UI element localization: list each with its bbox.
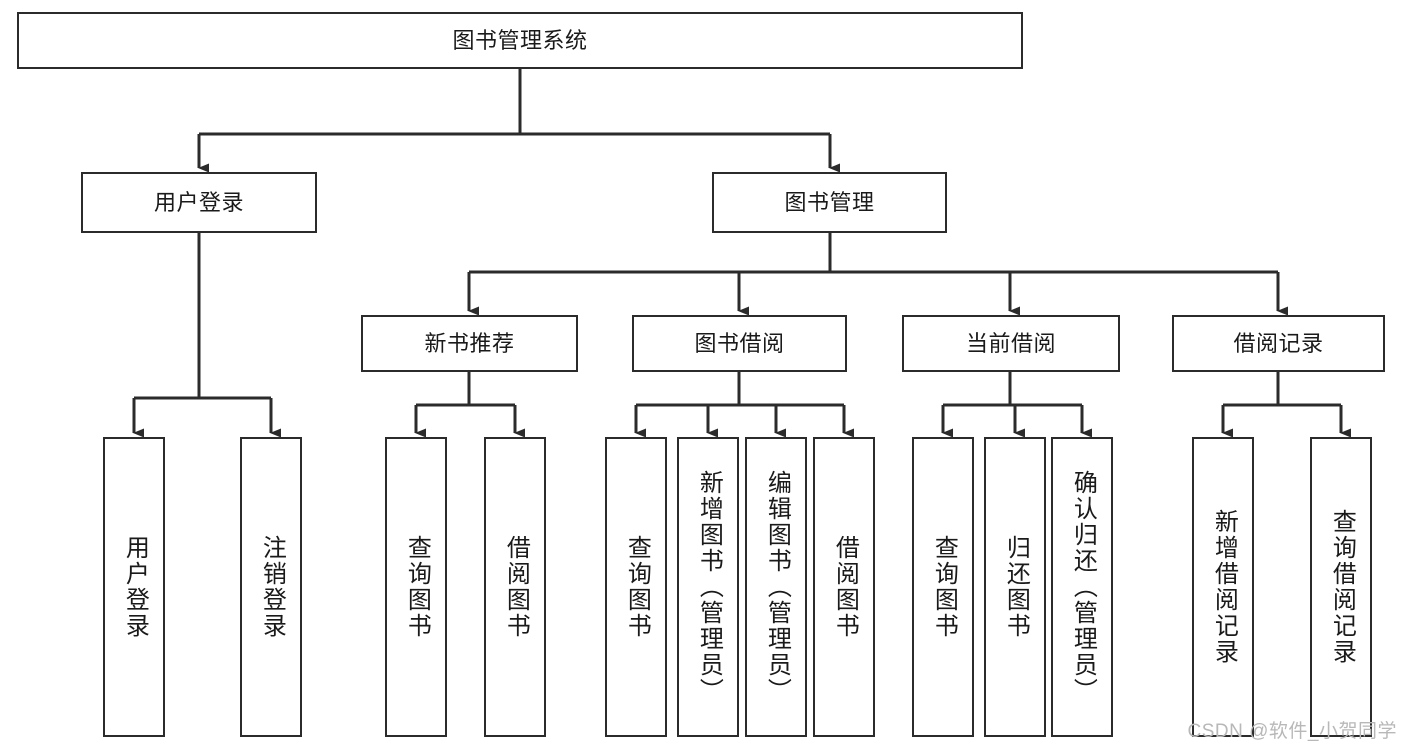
node-leaf-borrow-book-1-label: 借阅图书 (502, 535, 530, 639)
node-leaf-return-book-label: 归还图书 (1002, 535, 1030, 639)
edge-new-book-recommend-to-leaves (414, 372, 525, 438)
node-leaf-borrow-book-2[interactable]: 借阅图书 (813, 437, 875, 737)
node-book-borrow-label: 图书借阅 (694, 330, 785, 356)
edge-book-borrow-to-leaves (634, 372, 854, 438)
node-current-borrow-label: 当前借阅 (965, 330, 1056, 356)
node-new-book-recommend[interactable]: 新书推荐 (361, 315, 578, 372)
node-leaf-query-book-3-label: 查询图书 (930, 535, 958, 639)
node-leaf-edit-book-label: 编辑图书（管理员） (763, 470, 791, 704)
node-book-borrow[interactable]: 图书借阅 (632, 315, 847, 372)
node-borrow-record-label: 借阅记录 (1233, 330, 1324, 356)
node-leaf-query-book-1[interactable]: 查询图书 (385, 437, 447, 737)
node-leaf-query-book-2-label: 查询图书 (623, 535, 651, 639)
edge-current-borrow-to-leaves (941, 372, 1092, 438)
node-leaf-confirm-return[interactable]: 确认归还（管理员） (1051, 437, 1113, 737)
node-leaf-logout-label: 注销登录 (258, 535, 286, 639)
node-leaf-query-record-label: 查询借阅记录 (1328, 509, 1356, 665)
node-leaf-return-book[interactable]: 归还图书 (984, 437, 1046, 737)
node-new-book-recommend-label: 新书推荐 (424, 330, 515, 356)
edge-book-management-to-level3 (467, 233, 1288, 316)
watermark-text: CSDN @软件_小贺同学 (1187, 721, 1397, 742)
node-leaf-borrow-book-2-label: 借阅图书 (831, 535, 859, 639)
node-current-borrow[interactable]: 当前借阅 (902, 315, 1120, 372)
node-borrow-record[interactable]: 借阅记录 (1172, 315, 1385, 372)
node-leaf-query-book-1-label: 查询图书 (403, 535, 431, 639)
node-user-login-label: 用户登录 (153, 189, 244, 215)
node-book-management[interactable]: 图书管理 (712, 172, 947, 233)
node-root[interactable]: 图书管理系统 (17, 12, 1023, 69)
node-leaf-edit-book[interactable]: 编辑图书（管理员） (745, 437, 807, 737)
node-leaf-add-record-label: 新增借阅记录 (1210, 509, 1238, 665)
node-book-management-label: 图书管理 (784, 189, 875, 215)
node-root-label: 图书管理系统 (452, 27, 588, 53)
node-leaf-user-login[interactable]: 用户登录 (103, 437, 165, 737)
node-leaf-add-record[interactable]: 新增借阅记录 (1192, 437, 1254, 737)
edge-user-login-to-leaves (132, 233, 281, 438)
node-leaf-query-record[interactable]: 查询借阅记录 (1310, 437, 1372, 737)
node-leaf-query-book-3[interactable]: 查询图书 (912, 437, 974, 737)
edge-root-to-level2 (197, 69, 840, 173)
node-leaf-borrow-book-1[interactable]: 借阅图书 (484, 437, 546, 737)
node-leaf-confirm-return-label: 确认归还（管理员） (1069, 470, 1097, 704)
node-user-login[interactable]: 用户登录 (81, 172, 317, 233)
node-leaf-logout[interactable]: 注销登录 (240, 437, 302, 737)
node-leaf-add-book[interactable]: 新增图书（管理员） (677, 437, 739, 737)
node-leaf-user-login-label: 用户登录 (121, 535, 149, 639)
edge-borrow-record-to-leaves (1221, 372, 1351, 438)
node-leaf-add-book-label: 新增图书（管理员） (695, 470, 723, 704)
node-leaf-query-book-2[interactable]: 查询图书 (605, 437, 667, 737)
